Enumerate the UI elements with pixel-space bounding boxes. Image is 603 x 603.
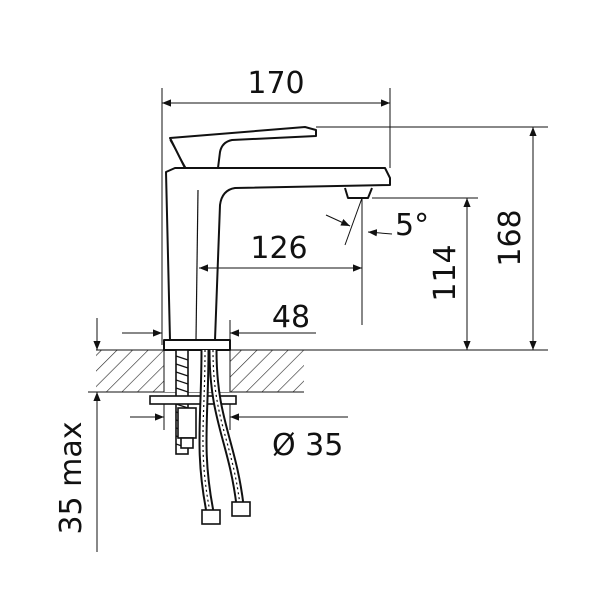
base-width-label: 48 <box>272 300 310 335</box>
dimension-labels: 170 168 114 126 48 Ø 35 35 max 5° <box>54 66 528 535</box>
spout-reach-label: 126 <box>250 231 307 266</box>
faucet-body <box>163 126 391 351</box>
height-label: 168 <box>493 209 528 266</box>
width-label: 170 <box>247 66 304 101</box>
dimension-lines <box>88 88 548 552</box>
spout-height-label: 114 <box>428 244 463 301</box>
spout-angle-label: 5° <box>395 208 429 243</box>
mounting-hardware <box>149 349 251 525</box>
counter-thickness-label: 35 max <box>54 421 89 534</box>
countertop-section <box>96 349 548 393</box>
hole-diameter-label: Ø 35 <box>272 428 343 463</box>
